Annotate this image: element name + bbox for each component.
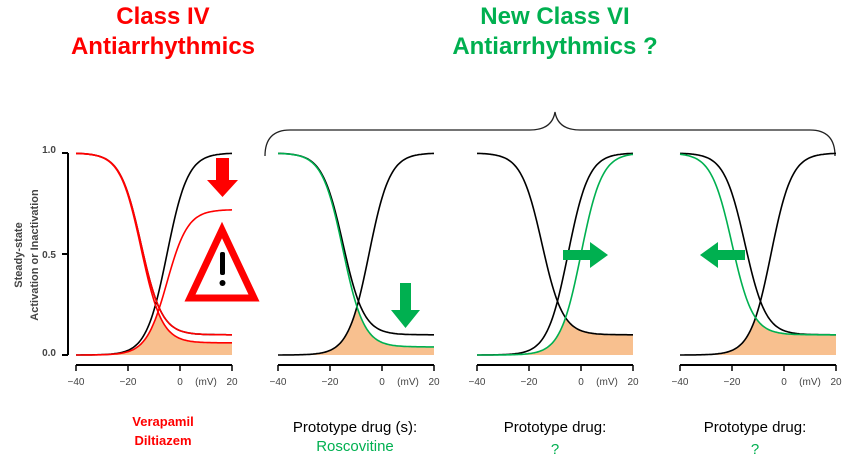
drug-inactivation-curve [76,152,232,344]
class6-heading: New Class VI Antiarrhythmics ? [405,2,705,62]
drug-name: Diltiazem [134,433,192,448]
caption-panel-3: Prototype drug: ? [470,418,640,459]
window-current-fill [278,307,434,355]
exclamation-icon [220,252,225,275]
x-tick-label: −40 [469,377,486,388]
baseline-activation-curve [477,152,633,356]
green-right-arrow-icon [563,242,608,268]
drug-name: Roscovitine [316,438,394,455]
x-unit-label: (mV) [596,377,618,388]
x-tick-label: 20 [627,377,639,388]
caption-label: Prototype drug: [703,419,807,436]
caption-label: Prototype drug: [503,419,607,436]
class4-title: Class IV [116,3,210,30]
x-tick-label: −40 [270,377,287,388]
caption-panel-2: Prototype drug (s): Roscovitine [270,418,440,456]
x-tick-label: 0 [379,377,385,388]
class4-heading: Class IV Antiarrhythmics [63,2,263,62]
x-tick-label: 20 [226,377,238,388]
baseline-inactivation-curve [477,152,633,336]
green-left-arrow-icon [700,242,745,268]
caption-label: Prototype drug (s): [292,419,418,436]
y-axis-label-2: Activation or Inactivation [29,189,41,321]
x-tick-label: −20 [120,377,137,388]
class6-title: New Class VI [480,3,630,30]
x-tick-label: 0 [781,377,787,388]
x-tick-label: −20 [724,377,741,388]
x-tick-label: −40 [68,377,85,388]
drug-name: Verapamil [132,414,194,429]
drug-activation-curve [76,209,233,356]
y-tick-label: 1.0 [42,145,56,156]
y-tick-label: 0.0 [42,348,56,359]
drug-inactivation-curve [679,153,836,336]
x-tick-label: 20 [830,377,842,388]
window-current-fill [477,318,633,355]
baseline-activation-curve [680,152,836,356]
x-unit-label: (mV) [799,377,821,388]
drug-activation-curve [477,153,634,356]
exclamation-dot [219,280,226,286]
window-current-fill [76,312,232,355]
drug-name: ? [750,441,760,458]
x-unit-label: (mV) [195,377,217,388]
class6-subtitle: Antiarrhythmics ? [452,33,658,60]
x-tick-label: −40 [672,377,689,388]
x-tick-label: 0 [578,377,584,388]
brace [264,111,836,157]
red-down-arrow-icon [207,158,238,197]
y-tick-label: 0.5 [42,250,56,261]
y-axis-label-1: Steady-state [13,222,25,287]
window-current-fill [680,318,836,355]
green-down-arrow-icon [391,283,420,328]
x-tick-label: 0 [177,377,183,388]
baseline-activation-curve [278,152,434,356]
x-unit-label: (mV) [397,377,419,388]
caption-panel-1: Verapamil Diltiazem [88,412,238,450]
class4-subtitle: Antiarrhythmics [70,33,256,60]
x-tick-label: −20 [521,377,538,388]
drug-inactivation-upper [76,152,232,336]
x-tick-label: 20 [428,377,440,388]
drug-name: ? [550,441,560,458]
x-tick-label: −20 [322,377,339,388]
drug-inactivation-curve [278,152,434,348]
caption-panel-4: Prototype drug: ? [670,418,840,459]
